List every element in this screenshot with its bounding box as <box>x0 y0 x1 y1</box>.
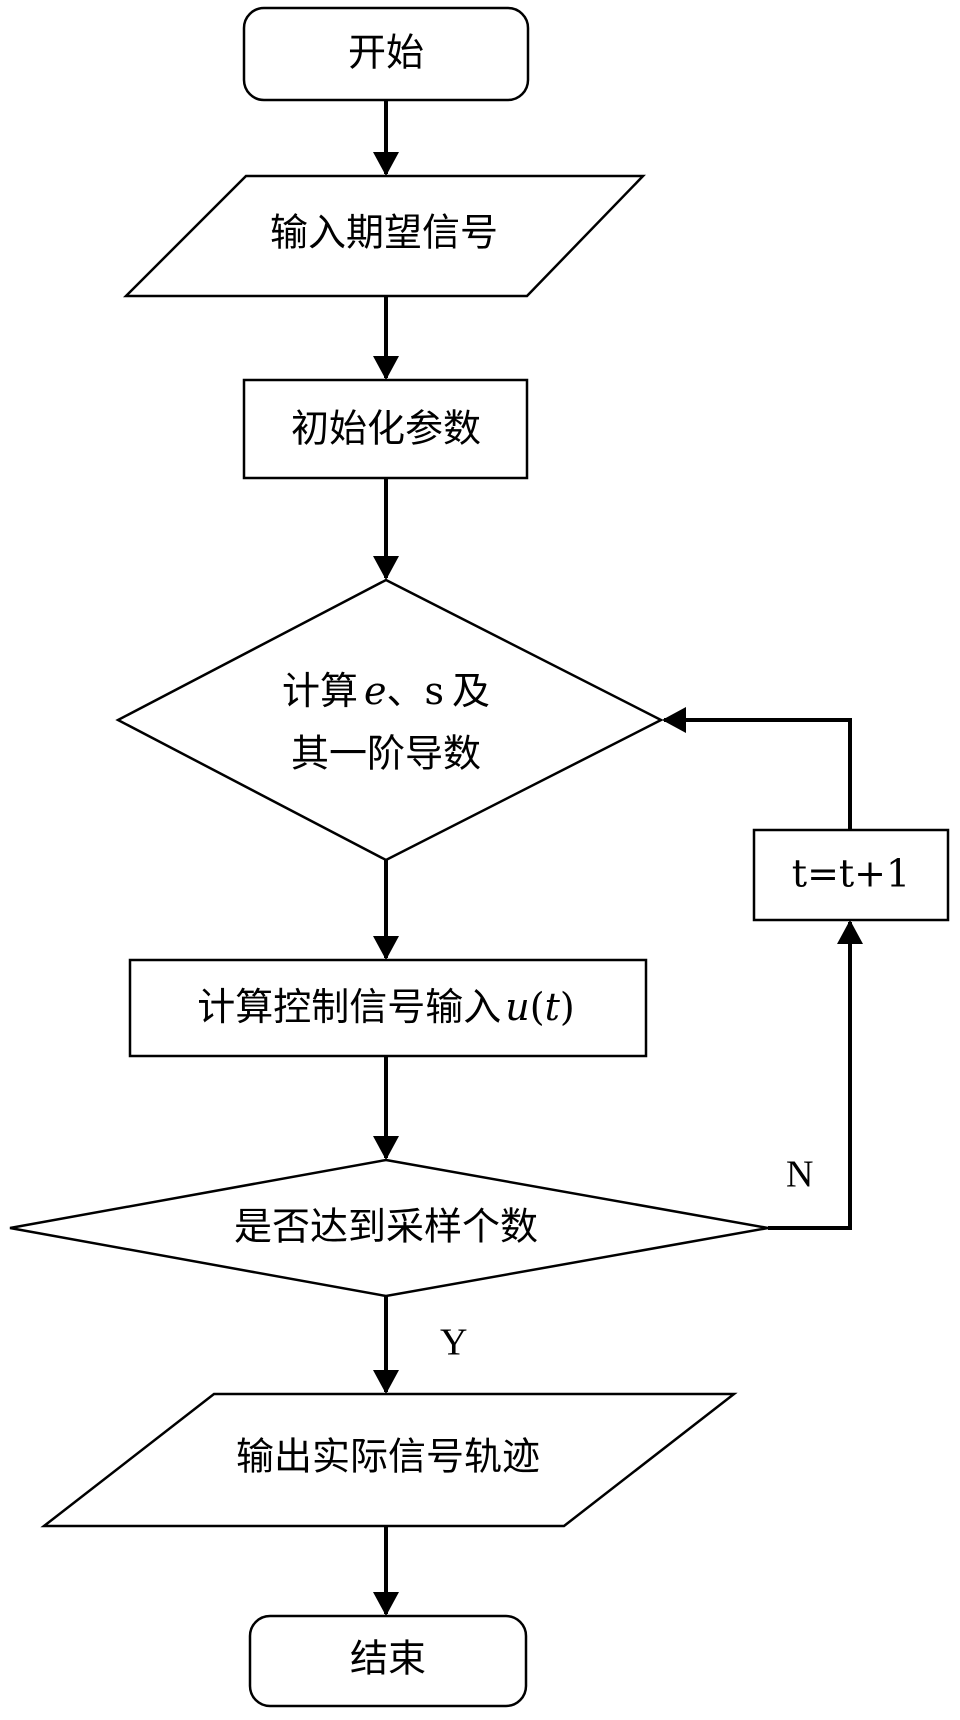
end-label: 结束 <box>350 1637 426 1681</box>
decision-samples-node: 是否达到采样个数 <box>10 1160 768 1296</box>
output-actual-signal-label: 输出实际信号轨迹 <box>236 1435 540 1479</box>
init-params-label: 初始化参数 <box>291 407 481 451</box>
input-expected-signal-label: 输入期望信号 <box>270 211 498 255</box>
init-params-node: 初始化参数 <box>244 380 527 478</box>
compute-es-line2: 其一阶导数 <box>291 732 481 776</box>
increment-node: t=t+1 <box>754 830 948 920</box>
edge-no-label: N <box>786 1154 813 1196</box>
increment-label: t=t+1 <box>792 852 910 896</box>
compute-control-label: 计算控制信号输入u(t) <box>197 985 574 1029</box>
start-label: 开始 <box>348 31 424 75</box>
input-expected-signal-node: 输入期望信号 <box>126 176 643 296</box>
compute-es-line1: 计算e、s及 <box>282 669 490 713</box>
output-actual-signal-node: 输出实际信号轨迹 <box>44 1394 734 1526</box>
compute-es-node: 计算e、s及 其一阶导数 <box>118 580 661 860</box>
decision-samples-label: 是否达到采样个数 <box>234 1205 538 1249</box>
edge-yes-label: Y <box>440 1322 467 1364</box>
end-node: 结束 <box>250 1616 526 1706</box>
start-node: 开始 <box>244 8 528 100</box>
edge-increment-to-compute-es <box>664 720 850 830</box>
compute-control-node: 计算控制信号输入u(t) <box>130 960 646 1056</box>
